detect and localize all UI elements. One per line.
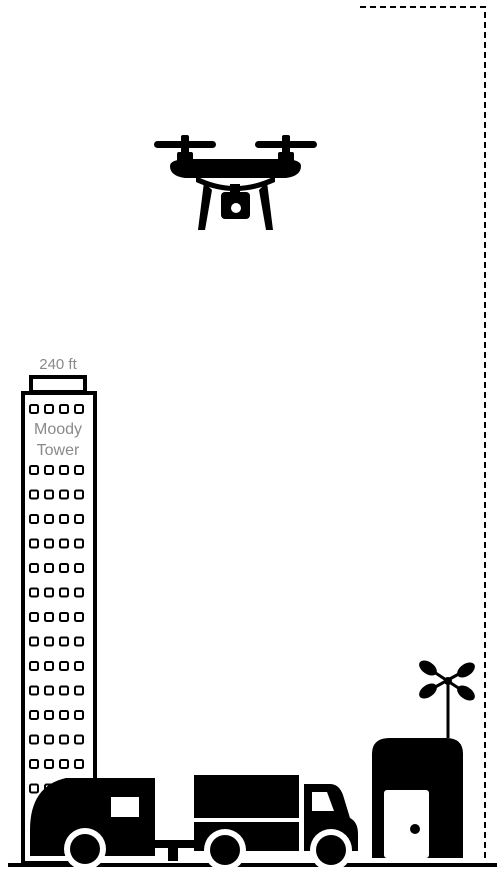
tower-window bbox=[60, 564, 68, 572]
dashed-altitude-line bbox=[360, 7, 485, 860]
tower-window bbox=[45, 405, 53, 413]
tower-window bbox=[30, 564, 38, 572]
tower-name-line1: Moody bbox=[34, 421, 82, 438]
tower-window bbox=[60, 405, 68, 413]
tower-window bbox=[75, 736, 83, 744]
tower-window bbox=[60, 687, 68, 695]
tower-window bbox=[60, 711, 68, 719]
tower-window bbox=[75, 564, 83, 572]
weather-station-icon bbox=[372, 683, 463, 858]
tower-window bbox=[60, 760, 68, 768]
tower-window bbox=[45, 711, 53, 719]
tower-window bbox=[75, 405, 83, 413]
tower-window bbox=[45, 540, 53, 548]
box-truck-icon bbox=[194, 775, 358, 871]
tower-window bbox=[75, 466, 83, 474]
tower-window bbox=[75, 711, 83, 719]
tower-window bbox=[60, 491, 68, 499]
tower-window bbox=[75, 515, 83, 523]
tower-window bbox=[30, 736, 38, 744]
tower-window bbox=[60, 466, 68, 474]
drone-icon bbox=[154, 135, 317, 230]
tower-window bbox=[45, 638, 53, 646]
tower-window bbox=[75, 491, 83, 499]
tower-window bbox=[30, 687, 38, 695]
tower-window bbox=[45, 687, 53, 695]
tower-window bbox=[45, 515, 53, 523]
tower-window bbox=[30, 760, 38, 768]
tower-window bbox=[45, 564, 53, 572]
tower-window bbox=[75, 638, 83, 646]
tower-window bbox=[75, 662, 83, 670]
tower-window bbox=[30, 785, 38, 793]
tower-name-line2: Tower bbox=[37, 442, 80, 459]
tower-window bbox=[30, 613, 38, 621]
tower-window bbox=[45, 491, 53, 499]
tower-window bbox=[60, 736, 68, 744]
tower-window bbox=[60, 540, 68, 548]
tower-window bbox=[30, 589, 38, 597]
tower-window bbox=[75, 589, 83, 597]
tower-window bbox=[75, 760, 83, 768]
tower-height-label: 240 ft bbox=[39, 356, 77, 373]
tower-window bbox=[45, 589, 53, 597]
tower-window bbox=[45, 613, 53, 621]
tower-window bbox=[30, 405, 38, 413]
tower-window bbox=[75, 687, 83, 695]
tower-window bbox=[30, 491, 38, 499]
tower-window bbox=[45, 736, 53, 744]
tower-window bbox=[30, 711, 38, 719]
tower-window bbox=[75, 613, 83, 621]
tower-window bbox=[30, 515, 38, 523]
tower-window bbox=[30, 662, 38, 670]
tower-window bbox=[60, 515, 68, 523]
tower-window bbox=[60, 613, 68, 621]
tower-window bbox=[45, 466, 53, 474]
tower-window bbox=[45, 760, 53, 768]
tower-window bbox=[30, 540, 38, 548]
tower-window bbox=[30, 638, 38, 646]
tower-window bbox=[60, 638, 68, 646]
tower-window bbox=[60, 662, 68, 670]
tower-window bbox=[45, 662, 53, 670]
tower-window bbox=[30, 466, 38, 474]
tower-window bbox=[60, 589, 68, 597]
tower-window bbox=[75, 540, 83, 548]
